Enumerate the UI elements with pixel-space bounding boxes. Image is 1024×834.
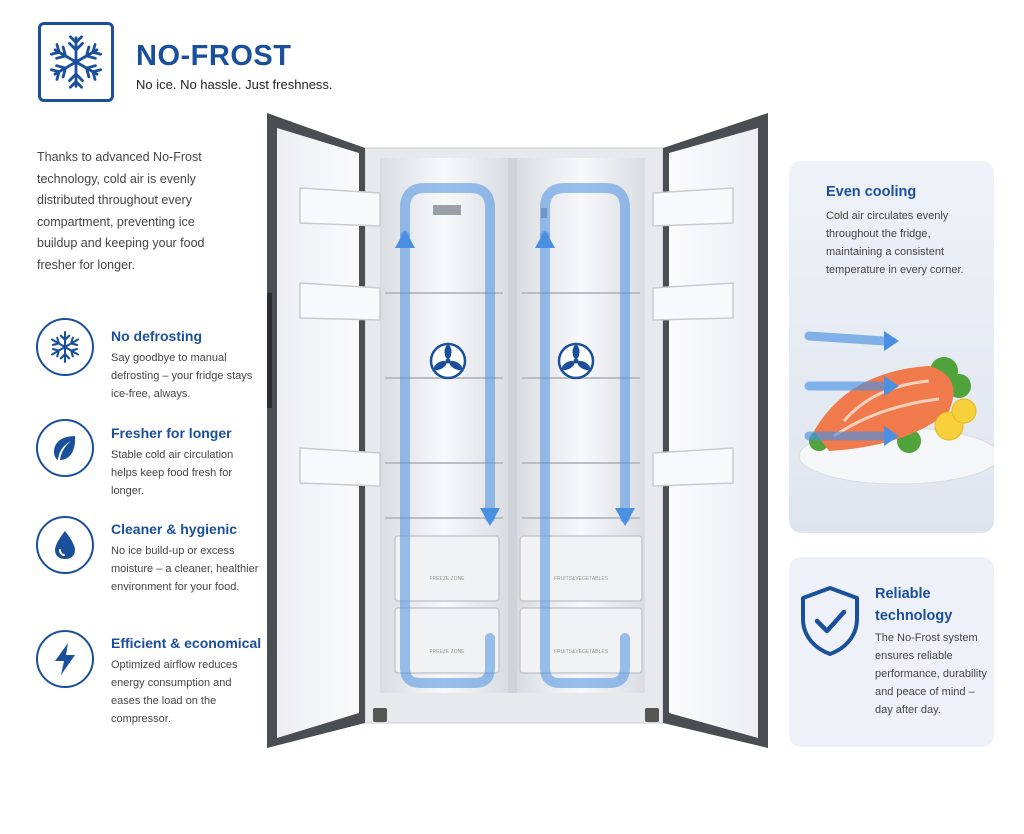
feature-desc: Stable cold air circulation helps keep f… xyxy=(111,449,234,497)
airflow-arrowheads xyxy=(395,230,635,526)
drawer xyxy=(519,535,643,602)
card-desc: The No-Frost system ensures reliable per… xyxy=(875,632,987,716)
snowflake-icon xyxy=(49,35,103,89)
airflow-path xyxy=(400,183,630,688)
drawer-label: FREEZE ZONE xyxy=(429,576,465,582)
center-divider xyxy=(508,158,517,693)
drawer-label: FRUITS&VEGETABLES xyxy=(554,576,609,582)
feature-title: No defrosting xyxy=(111,328,202,344)
feature-title: Efficient & economical xyxy=(111,635,262,651)
leaf-icon xyxy=(54,436,76,460)
even-cooling-card: Even cooling Cold air circulates evenly … xyxy=(789,161,994,533)
drawer-label: FRUITS&VEGETABLES xyxy=(554,649,609,655)
drawer xyxy=(394,607,500,674)
lightning-icon xyxy=(55,643,75,675)
feature-title: Fresher for longer xyxy=(111,425,232,441)
feature-icon-circle xyxy=(36,419,94,477)
card-title: Reliable technology xyxy=(875,586,953,624)
feature-title: Cleaner & hygienic xyxy=(111,521,238,537)
feature-desc: Say goodbye to manual defrosting – your … xyxy=(111,352,253,400)
feature-icon-circle xyxy=(36,630,94,688)
card-title: Even cooling xyxy=(826,184,917,200)
reliable-technology-card: Reliable technology The No-Frost system … xyxy=(789,557,994,747)
drawer xyxy=(519,607,643,674)
feature-icon-circle xyxy=(36,318,94,376)
page-tagline: No ice. No hassle. Just freshness. xyxy=(136,77,333,92)
fridge-illustration: FREEZE ZONE FREEZE ZONE FRUITS&VEGETABLE… xyxy=(267,113,768,748)
shield-check-icon xyxy=(801,586,859,656)
feature-icon-circle xyxy=(36,516,94,574)
page-title: NO-FROST xyxy=(136,40,292,72)
card-desc: Cold air circulates evenly throughout th… xyxy=(826,210,964,276)
droplet-icon xyxy=(55,531,75,559)
feature-desc: No ice build-up or excess moisture – a c… xyxy=(111,545,259,593)
intro-text: Thanks to advanced No-Frost technology, … xyxy=(37,150,205,272)
fan-icon xyxy=(429,342,467,380)
drawer-label: FREEZE ZONE xyxy=(429,649,465,655)
salmon-plate-illustration xyxy=(798,331,994,485)
snowflake-icon xyxy=(48,330,82,364)
fan-icon xyxy=(557,342,595,380)
logo-snowflake-badge xyxy=(38,22,114,102)
drawer xyxy=(394,535,500,602)
feature-desc: Optimized airflow reduces energy consump… xyxy=(111,659,238,725)
left-door-handle xyxy=(267,293,272,408)
